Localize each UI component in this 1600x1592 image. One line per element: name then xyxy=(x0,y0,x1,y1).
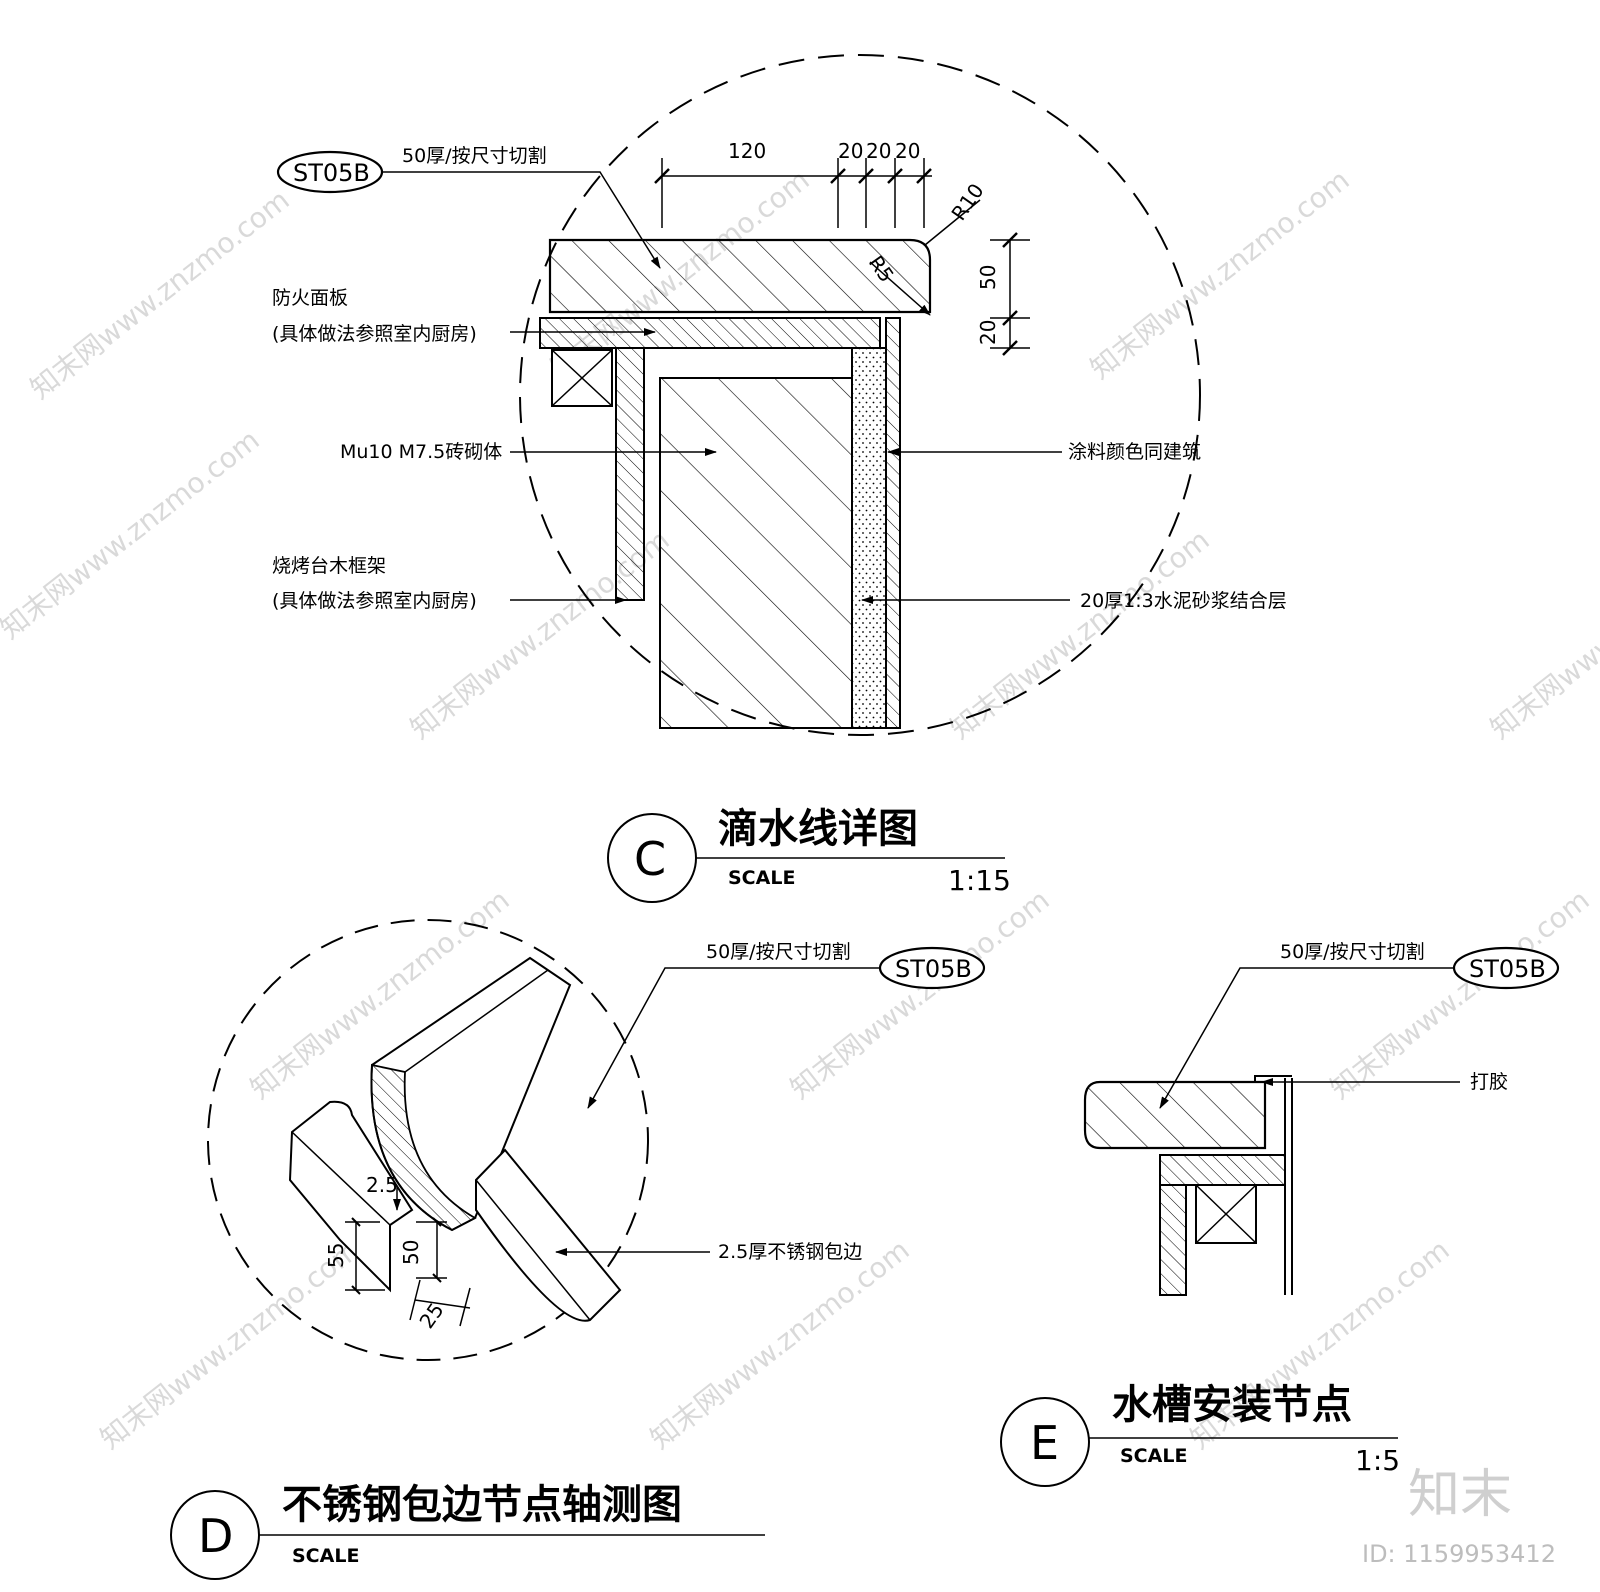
watermark-text: 知末网www.znzmo.com xyxy=(1084,163,1356,385)
detail-c-scale: 1:15 xyxy=(948,864,1011,897)
note-glue: 打胶 xyxy=(1470,1071,1508,1093)
tag-note-d: 50厚/按尺寸切割 xyxy=(706,941,851,963)
top-dimensions xyxy=(654,158,932,228)
detail-e-scale-label: SCALE xyxy=(1120,1445,1187,1467)
dim-20-side: 20 xyxy=(976,320,1000,345)
radius-leader xyxy=(924,199,981,246)
brand-logo-text: 知末 xyxy=(1408,1465,1512,1525)
dim-120: 120 xyxy=(728,139,766,163)
brick-masonry xyxy=(659,377,853,729)
watermark-text: 知末网www.znzmo.com xyxy=(1484,523,1600,745)
tag-leader-d xyxy=(587,967,880,1109)
watermark-text: 知末网www.znzmo.com xyxy=(1324,883,1596,1105)
sink-under-layer xyxy=(1159,1154,1286,1186)
detail-d-dims xyxy=(345,1186,471,1327)
timber-frame-cross xyxy=(551,349,613,407)
material-tag-c-text: ST05B xyxy=(293,159,370,187)
detail-d-letter: D xyxy=(198,1509,233,1563)
detail-e-marker xyxy=(1000,1397,1090,1487)
detail-e-scale: 1:5 xyxy=(1355,1444,1400,1477)
material-tag-e-text: ST05B xyxy=(1469,955,1546,983)
dim-20-a: 20 xyxy=(838,139,863,163)
side-dimensions xyxy=(990,232,1030,356)
note-mortar: 20厚1:3水泥砂浆结合层 xyxy=(1080,590,1287,612)
sink-timber-cross xyxy=(1195,1184,1257,1244)
tag-leader-c xyxy=(382,171,661,269)
note-frame-2: (具体做法参照室内厨房) xyxy=(272,590,477,612)
watermark-text: 知末网www.znzmo.com xyxy=(644,1233,916,1455)
sink-lip xyxy=(1254,1075,1292,1082)
detail-c-letter: C xyxy=(634,832,666,886)
detail-c-title: 滴水线详图 xyxy=(718,806,918,852)
stone-slab-back-edge xyxy=(370,1063,477,1232)
detail-e-title: 水槽安装节点 xyxy=(1112,1382,1352,1428)
note-fire-panel-1: 防火面板 xyxy=(272,287,348,309)
brand-logo: 知末 ID: 1159953412 xyxy=(1362,1465,1556,1568)
dim-20-b: 20 xyxy=(866,139,891,163)
note-fire-panel-2: (具体做法参照室内厨房) xyxy=(272,323,477,345)
detail-e: 打胶 ST05B 50厚/按尺寸切割 E 水槽安装节点 SCALE 1:5 xyxy=(1000,941,1560,1487)
dim-55: 55 xyxy=(324,1243,348,1268)
profile-line xyxy=(291,1131,391,1226)
watermark-text: 知末网www.znzmo.com xyxy=(784,883,1056,1105)
mortar-layer xyxy=(851,347,887,729)
note-masonry: Mu10 M7.5砖砌体 xyxy=(340,441,502,463)
dim-50: 50 xyxy=(399,1240,423,1265)
note-frame-1: 烧烤台木框架 xyxy=(272,555,386,577)
slab-top-line xyxy=(404,969,549,1073)
finish-layer xyxy=(885,317,901,729)
note-stainless-edge: 2.5厚不锈钢包边 xyxy=(718,1241,862,1263)
material-tag-d-text: ST05B xyxy=(895,955,972,983)
dim-20-c: 20 xyxy=(895,139,920,163)
dim-2-5: 2.5 xyxy=(366,1173,398,1197)
watermark-text: 知末网www.znzmo.com xyxy=(0,423,266,645)
frame-plate xyxy=(615,347,645,601)
front-slab-line xyxy=(475,1179,591,1321)
tag-note-c: 50厚/按尺寸切割 xyxy=(402,145,547,167)
fire-panel-layer xyxy=(539,317,881,349)
detail-d-title: 不锈钢包边节点轴测图 xyxy=(282,1482,682,1528)
detail-c-boundary-circle xyxy=(519,54,1201,736)
sink-frame-plate xyxy=(1159,1184,1187,1296)
countertop-slab xyxy=(548,238,932,314)
sink-countertop xyxy=(1083,1080,1267,1150)
tag-note-e: 50厚/按尺寸切割 xyxy=(1280,941,1425,963)
tag-leader-e xyxy=(1159,967,1454,1109)
detail-d: 2.5 55 50 25 ST05B 50厚/按尺寸切割 2.5厚不锈钢包边 D… xyxy=(170,919,986,1580)
dim-50-side: 50 xyxy=(976,265,1000,290)
detail-d-scale-label: SCALE xyxy=(292,1545,359,1567)
detail-e-letter: E xyxy=(1030,1416,1059,1470)
radius-leader-inner xyxy=(869,261,931,316)
watermark-text: 知末网www.znzmo.com xyxy=(24,183,296,405)
radius-r10: R10 xyxy=(946,179,988,225)
detail-c: 120 20 20 20 R10 R5 50 20 ST05B 50厚/按尺寸切… xyxy=(272,54,1287,903)
stainless-edge-front xyxy=(475,1148,622,1322)
stainless-profile-left xyxy=(288,1100,414,1293)
brand-logo-id: ID: 1159953412 xyxy=(1362,1540,1556,1568)
detail-d-boundary-circle xyxy=(207,919,649,1361)
note-paint: 涂料颜色同建筑 xyxy=(1068,441,1201,463)
detail-c-scale-label: SCALE xyxy=(728,867,795,889)
